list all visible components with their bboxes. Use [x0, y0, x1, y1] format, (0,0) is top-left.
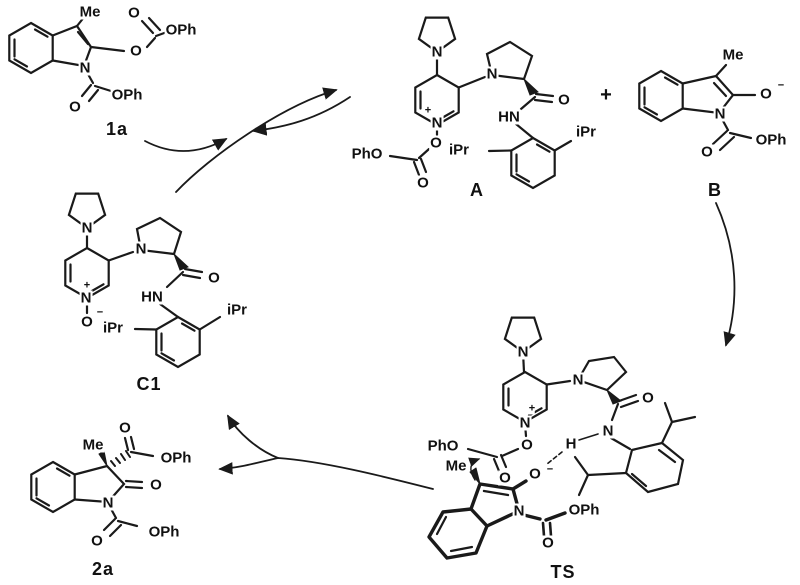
equilibrium-forward-arrow — [175, 87, 338, 193]
structure-TS-enolate-o-label: O — [528, 465, 542, 483]
structure-TS-pyridinium-plus: + — [528, 402, 536, 415]
structure-2a-ring-n-label: N — [101, 494, 115, 512]
structure-1a-me-label: Me — [78, 3, 102, 21]
structure-TS-h-bond-h-label: H — [564, 435, 578, 453]
structure-TS-prolinamide-n-label: N — [571, 371, 585, 389]
structure-1a-carbamate-o-label: O — [68, 98, 82, 116]
structure-C1-pyrrolidine-n-label: N — [80, 219, 94, 237]
bond-forming-curved-arrow — [468, 457, 481, 481]
structure-A-pho-label: PhO — [350, 145, 384, 163]
structure-B-enolate-minus: − — [777, 79, 785, 92]
structure-TS-pyridinium-n-label: N — [518, 414, 532, 432]
structure-TS-carbamate-o-label: O — [541, 534, 555, 552]
structure-B-enolate-o-label: O — [759, 85, 773, 103]
structure-2a-ester-carbonyl-o-label: O — [118, 419, 132, 437]
structure-TS-me-label: Me — [444, 457, 468, 475]
structure-TS-pho-label: PhO — [426, 437, 460, 455]
structure-1a-ring-n-label: N — [78, 59, 92, 77]
structure-C1-n-oxide-minus: − — [96, 306, 104, 319]
structure-B-me-label: Me — [721, 46, 745, 64]
structure-TS-enolate-skeleton — [427, 467, 567, 560]
structure-TS-carbonate-o-label: O — [498, 469, 512, 487]
structure-TS-catalyst-skeleton — [466, 316, 697, 497]
structure-1a-ester-o-label: O — [129, 42, 143, 60]
structure-TS-pyrrolidine-n-label: N — [516, 343, 530, 361]
structure-1a-carbonate-carbonyl-o-label: O — [127, 4, 141, 22]
arrow-b-to-ts — [715, 202, 736, 347]
structure-A-ipr-right-label: iPr — [574, 123, 598, 141]
structure-TS-hbonds — [468, 433, 599, 481]
structure-B-carbamate-o-label: O — [700, 143, 714, 161]
structure-TS-tag: TS — [550, 562, 576, 582]
structure-A-n-oxide-o-label: O — [429, 134, 443, 152]
structure-B-ring-n-label: N — [713, 105, 727, 123]
structure-TS-amide-o-label: O — [641, 389, 655, 407]
structure-C1-n-oxide-o-label: O — [80, 313, 94, 331]
structure-A-skeleton — [388, 16, 573, 188]
structure-2a-me-label: Me — [81, 436, 105, 454]
structure-1a-oph-label-top: OPh — [164, 21, 198, 39]
structure-C1-pyridinium-n-label: N — [79, 289, 93, 307]
structure-C1-skeleton — [65, 192, 222, 367]
structure-B-skeleton — [639, 63, 757, 152]
structure-2a-carbamate-o-label: O — [90, 532, 104, 550]
structure-A-tag: A — [470, 180, 484, 200]
structure-A-carbonate-o-label: O — [416, 174, 430, 192]
structure-B-oph-label: OPh — [754, 131, 788, 149]
structure-C1-hn-label: HN — [140, 288, 164, 306]
structure-TS-enolate-minus: − — [546, 463, 554, 476]
structure-C1-prolinamide-n-label: N — [134, 240, 148, 258]
structure-C1-pyridinium-plus: + — [83, 279, 91, 292]
structure-1a-tag: 1a — [105, 119, 129, 139]
structure-C1-tag: C1 — [136, 374, 162, 394]
structure-2a-tag: 2a — [91, 559, 115, 579]
structure-A-pyridinium-plus: + — [424, 104, 432, 117]
structure-1a-oph-label-bottom: OPh — [110, 86, 144, 104]
arrow-ts-to-2a — [218, 457, 279, 475]
structure-A-ipr-left-label: iPr — [447, 141, 471, 159]
structure-A-pyrrolidine-n-label: N — [430, 43, 444, 61]
structure-TS-n-oxide-o-label: O — [520, 436, 534, 454]
structure-2a-keto-o-label: O — [149, 476, 163, 494]
structure-A-hn-label: HN — [497, 108, 521, 126]
structure-B-tag: B — [708, 180, 722, 200]
structure-2a-oph-ester-label: OPh — [159, 449, 193, 467]
structure-A-pyridinium-n-label: N — [430, 114, 444, 132]
structure-2a-skeleton — [31, 435, 155, 538]
plus-sign-a-b: + — [600, 84, 612, 106]
structure-A-amide-o-label: O — [557, 91, 571, 109]
arrow-1a-into-cycle — [144, 138, 228, 152]
structure-C1-amide-o-label: O — [207, 269, 221, 287]
structure-A-prolinamide-n-label: N — [485, 65, 499, 83]
structure-2a-oph-label-bottom: OPh — [147, 523, 181, 541]
structure-TS-oph-label: OPh — [567, 501, 601, 519]
arrow-ts-to-c1 — [227, 414, 279, 459]
equilibrium-reverse-arrow — [252, 96, 351, 136]
cycle-arrows — [144, 87, 736, 490]
structure-TS-amide-n-label: N — [601, 422, 615, 440]
arrow-ts-products-trunk — [277, 457, 434, 490]
structure-C1-ipr-left-label: iPr — [101, 319, 125, 337]
structure-C1-ipr-right-label: iPr — [225, 301, 249, 319]
structure-TS-indole-n-label: N — [512, 502, 526, 520]
